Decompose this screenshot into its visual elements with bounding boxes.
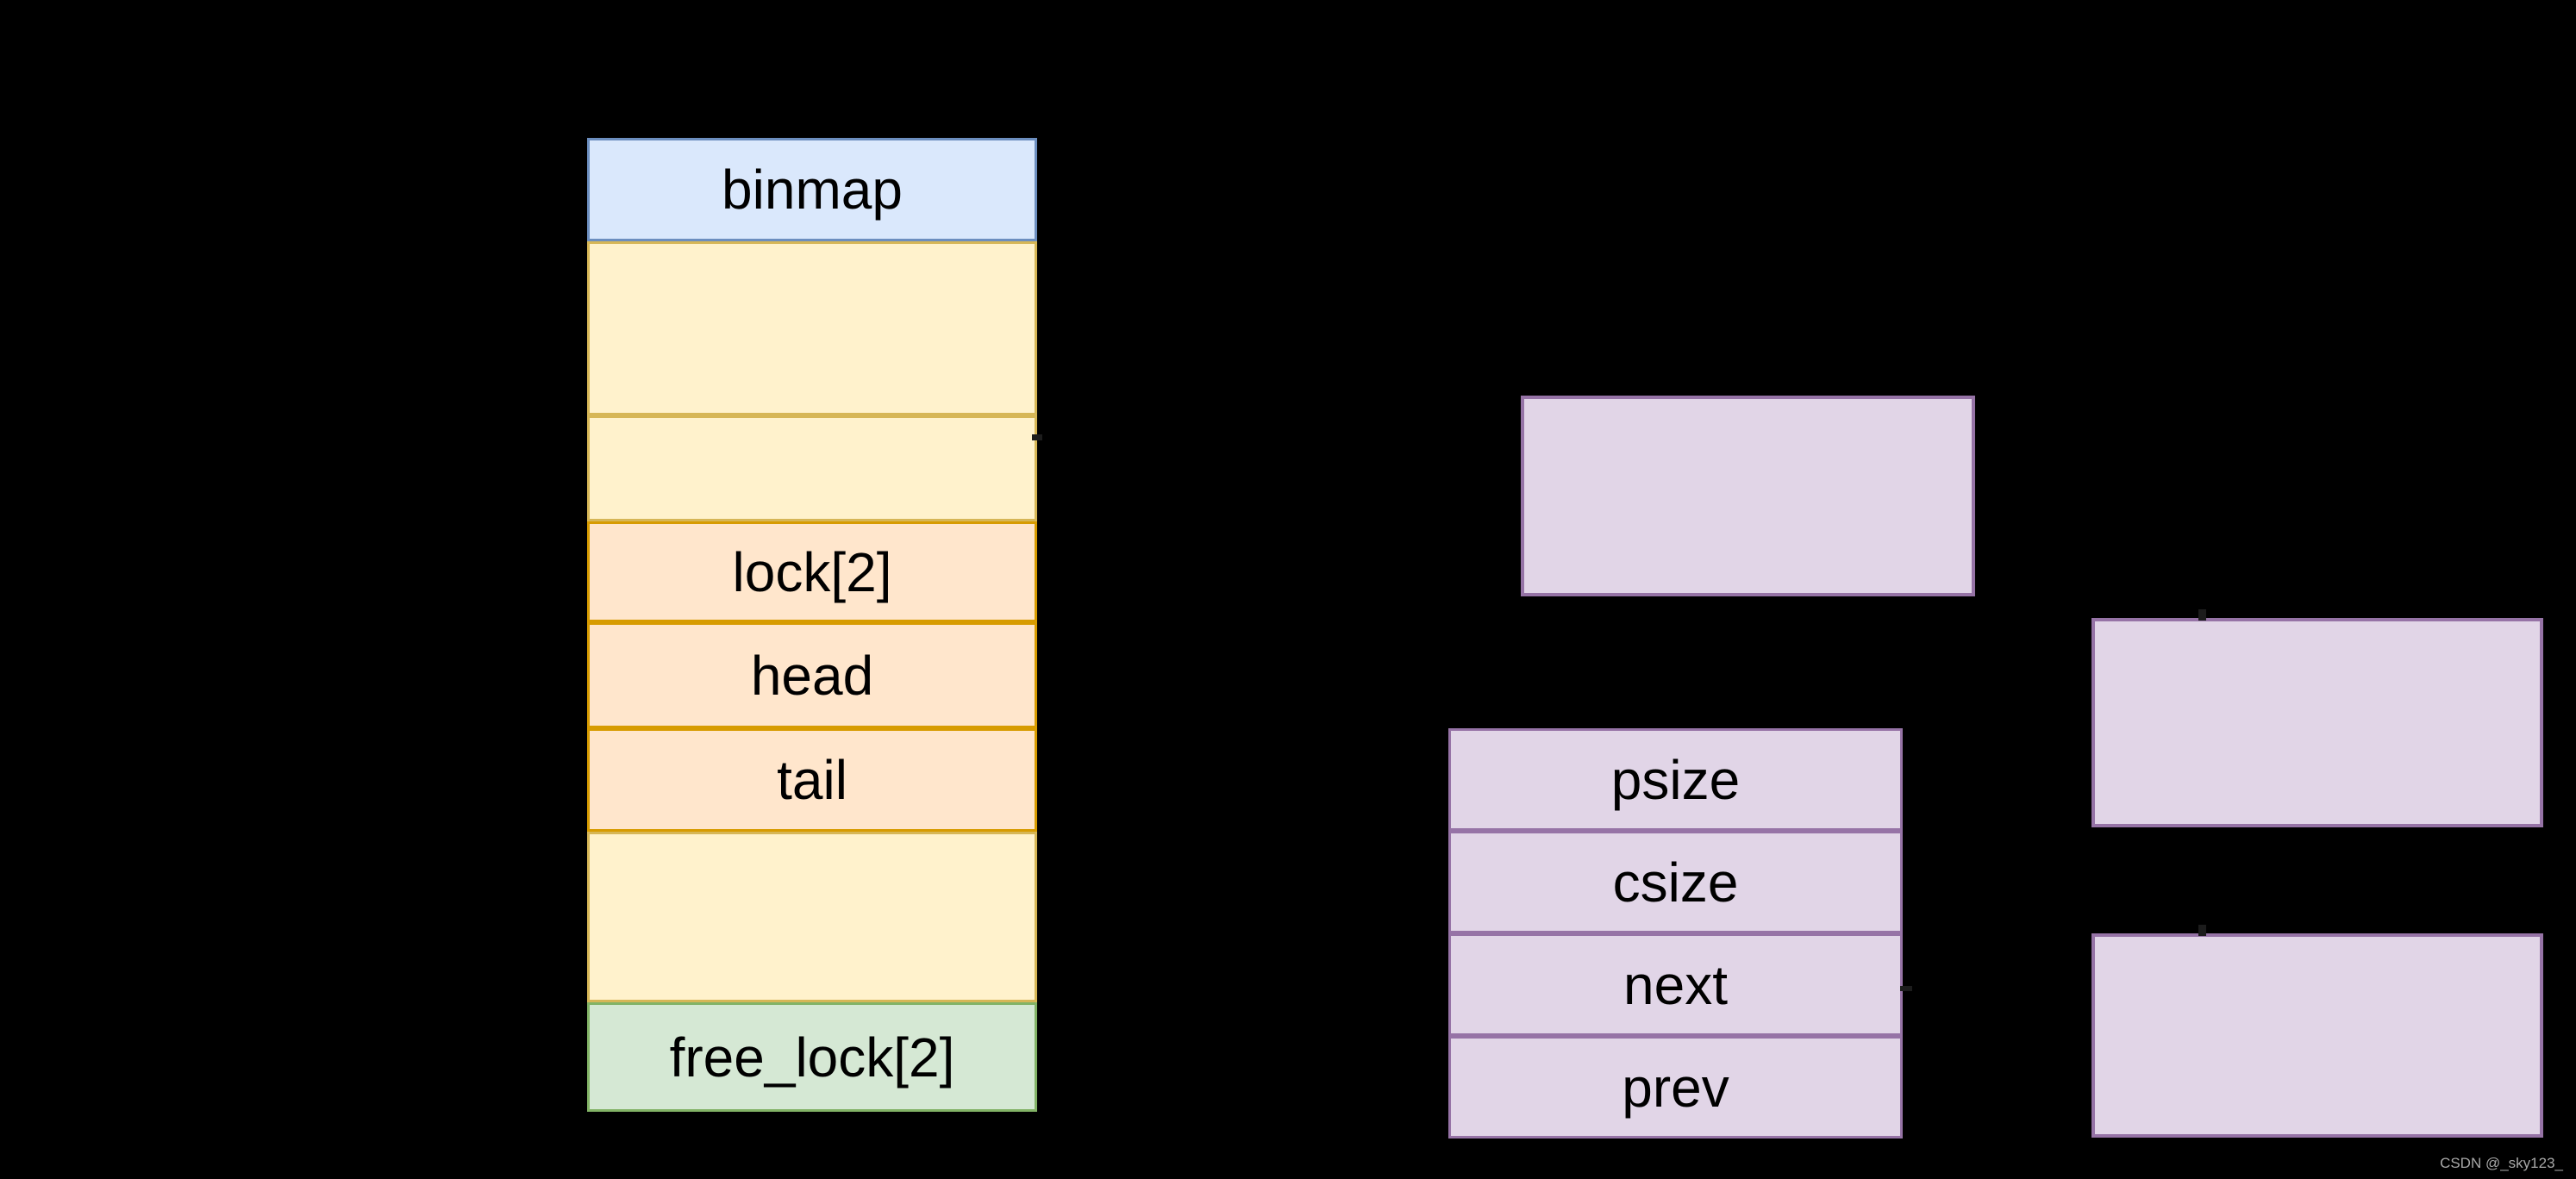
mal-row-bins-empty-3 xyxy=(587,832,1037,1002)
mal-row-head: head xyxy=(587,622,1037,728)
mal-row-tail: tail xyxy=(587,728,1037,832)
arrow-tip-mark-bin xyxy=(1032,434,1042,440)
chunk-row-prev: prev xyxy=(1448,1036,1903,1138)
chunk-box-top xyxy=(1521,396,1975,596)
chunk-box-right-lower xyxy=(2091,933,2543,1138)
mal-row-free-lock: free_lock[2] xyxy=(587,1002,1037,1112)
chunk-row-psize: psize xyxy=(1448,728,1903,831)
csdn-watermark: CSDN @_sky123_ xyxy=(2440,1155,2563,1171)
arrow-tip-mark-next xyxy=(1900,986,1912,991)
arrow-tip-mark-box-lower xyxy=(2198,925,2206,936)
arrow-tip-mark-box-upper xyxy=(2198,609,2206,621)
mal-row-bins-empty-2 xyxy=(587,415,1037,521)
chunk-box-right-upper xyxy=(2091,618,2543,827)
chunk-struct-table: psize csize next prev xyxy=(1448,728,1903,1138)
mal-row-bins-empty-1 xyxy=(587,241,1037,415)
mal-row-lock: lock[2] xyxy=(587,521,1037,622)
chunk-row-csize: csize xyxy=(1448,831,1903,933)
mal-struct-table: binmap lock[2] head tail free_lock[2] xyxy=(587,138,1037,1112)
chunk-row-next: next xyxy=(1448,933,1903,1036)
mal-row-binmap: binmap xyxy=(587,138,1037,241)
